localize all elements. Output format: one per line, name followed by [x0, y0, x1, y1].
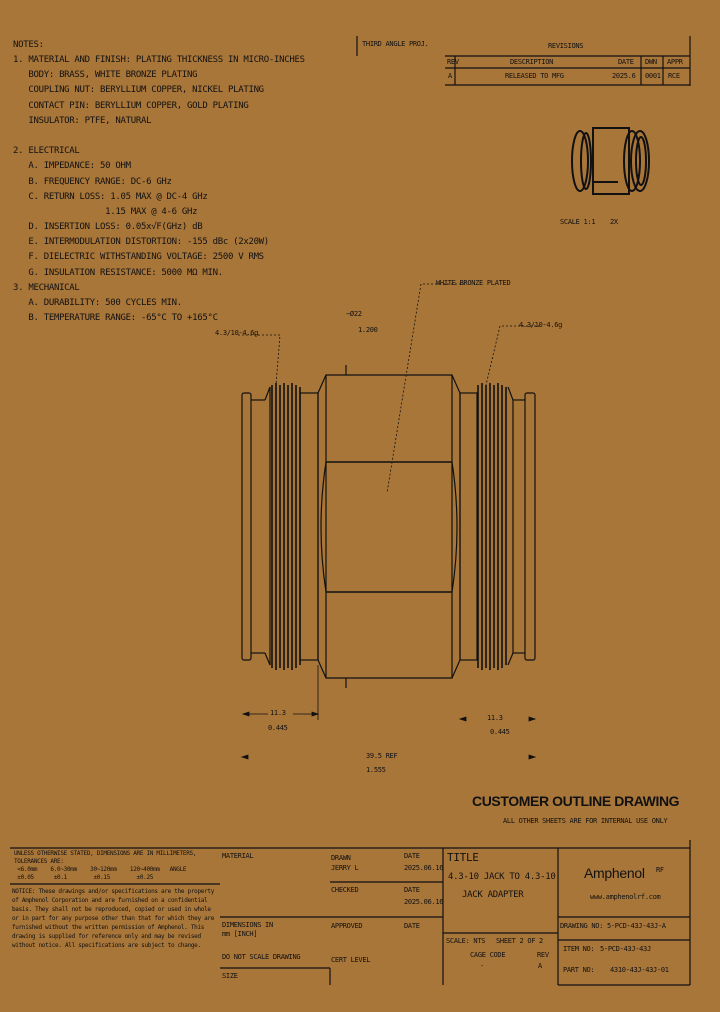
iso-scale-value: 2X	[610, 218, 618, 226]
company-logo: Amphenol	[584, 865, 645, 881]
note-line	[13, 131, 305, 146]
note-line: 1. MATERIAL AND FINISH: PLATING THICKNES…	[13, 55, 305, 65]
tolerance-heading: UNLESS OTHERWISE STATED, DIMENSIONS ARE …	[14, 850, 197, 865]
note-line: C. RETURN LOSS: 1.05 MAX @ DC-4 GHz	[13, 191, 208, 202]
left-length-inch: 0.445	[268, 724, 288, 732]
hex-dimension-inch: 1.200	[358, 326, 378, 334]
total-length-inch: 1.555	[366, 766, 386, 774]
drawn-date: 2025.06.16	[404, 864, 444, 872]
total-length-dimension: 39.5 REF	[366, 752, 398, 760]
third-angle-projection: THIRD ANGLE PROJ.	[362, 40, 429, 48]
note-line: 3. MECHANICAL	[13, 282, 80, 293]
note-line: 2. ELECTRICAL	[13, 146, 80, 157]
rev-description: RELEASED TO MFG	[505, 72, 564, 80]
cert-level-label: CERT LEVEL	[331, 956, 371, 964]
rev-dwn: 0001	[645, 72, 661, 80]
notes-heading: NOTES:	[13, 40, 44, 50]
right-thread-callout: 4.3/10-4.6g	[519, 321, 563, 329]
dimensions-in-label: DIMENSIONS IN	[222, 921, 273, 929]
description-header: DESCRIPTION	[510, 58, 554, 66]
note-line: BODY: BRASS, WHITE BRONZE PLATING	[13, 70, 198, 81]
revision-table-lines	[445, 55, 690, 86]
left-thread-callout: 4.3/10-4.6g	[215, 329, 259, 337]
title-line-2: JACK ADAPTER	[462, 890, 524, 900]
checked-label: CHECKED	[331, 886, 359, 894]
item-no-label: ITEM NO:	[563, 945, 595, 953]
drawn-label: DRAWN	[331, 854, 351, 862]
title-label: TITLE	[447, 851, 479, 864]
drawing-number: DRAWING NO: 5-PCD-43J-43J-A	[560, 922, 666, 930]
dimensions-unit: mm [INCH]	[222, 930, 258, 938]
company-website: www.amphenolrf.com	[590, 893, 661, 901]
revisions-title: REVISIONS	[548, 42, 584, 50]
hex-dimension: −Ø22	[346, 310, 362, 318]
appr-header: APPR	[667, 58, 683, 66]
date-header: DATE	[618, 58, 634, 66]
rev-appr: RCE	[668, 72, 680, 80]
sheet-label: SHEET 2 OF 2	[496, 937, 543, 945]
rev-value: A	[448, 72, 452, 80]
note-line: B. FREQUENCY RANGE: DC-6 GHz	[13, 176, 172, 187]
left-length-dimension: 11.3	[270, 709, 286, 717]
cage-code-value: -	[480, 962, 484, 970]
size-label: SIZE	[222, 972, 238, 980]
internal-use-note: ALL OTHER SHEETS ARE FOR INTERNAL USE ON…	[503, 817, 668, 825]
checked-date: 2025.06.16	[404, 898, 444, 906]
scale-label: SCALE: NTS	[446, 937, 486, 945]
iso-scale-label: SCALE 1:1	[560, 218, 596, 226]
isometric-view	[571, 127, 650, 195]
plating-callout: WHITE BRONZE PLATED	[436, 279, 511, 287]
title-line-1: 4.3-10 JACK TO 4.3-10	[448, 872, 556, 882]
do-not-scale-note: DO NOT SCALE DRAWING	[222, 953, 301, 961]
dwn-header: DWN	[645, 58, 657, 66]
company-logo-sub: RF	[656, 866, 664, 874]
rev-value: A	[538, 962, 542, 970]
note-line: E. INTERMODULATION DISTORTION: -155 dBc …	[13, 237, 269, 248]
note-line: COUPLING NUT: BERYLLIUM COPPER, NICKEL P…	[13, 85, 264, 96]
note-line: INSULATOR: PTFE, NATURAL	[13, 115, 152, 126]
approved-date-label: DATE	[404, 922, 420, 930]
drawn-by: JERRY L	[331, 864, 359, 872]
adapter-side-view	[241, 365, 536, 688]
cage-code-label: CAGE CODE	[470, 951, 506, 959]
right-length-inch: 0.445	[490, 728, 510, 736]
customer-outline-title: CUSTOMER OUTLINE DRAWING	[472, 793, 680, 809]
notes-list: 1. MATERIAL AND FINISH: PLATING THICKNES…	[13, 55, 305, 328]
title-block-lines	[10, 840, 691, 986]
right-length-dimension: 11.3	[487, 714, 503, 722]
note-line: F. DIELECTRIC WITHSTANDING VOLTAGE: 2500…	[13, 252, 264, 263]
material-label: MATERIAL	[222, 852, 254, 860]
note-line: G. INSULATION RESISTANCE: 5000 MΩ MIN.	[13, 267, 223, 278]
rev-date: 2025.6	[612, 72, 636, 80]
rev-label: REV	[537, 951, 549, 959]
part-no: 4310-43J-43J-01	[610, 966, 669, 974]
note-line: B. TEMPERATURE RANGE: -65°C TO +165°C	[13, 313, 218, 324]
note-line: D. INSERTION LOSS: 0.05x√F(GHz) dB	[13, 222, 203, 233]
tolerance-ranges: <6.0mm 6.0~30mm 30~120mm 120~400mm ANGLE	[14, 866, 187, 873]
part-no-label: PART NO:	[563, 966, 595, 974]
note-line: CONTACT PIN: BERYLLIUM COPPER, GOLD PLAT…	[13, 100, 249, 111]
dimension-lines	[238, 283, 540, 760]
rev-header: REV	[447, 58, 459, 66]
note-line: A. IMPEDANCE: 50 OHM	[13, 161, 131, 172]
confidentiality-notice: NOTICE: These drawings and/or specificat…	[12, 888, 215, 949]
tolerance-values: ±0.05 ±0.1 ±0.15 ±0.25	[14, 874, 154, 881]
checked-date-label: DATE	[404, 886, 420, 894]
approved-label: APPROVED	[331, 922, 363, 930]
note-line: A. DURABILITY: 500 CYCLES MIN.	[13, 298, 182, 308]
drawn-date-label: DATE	[404, 852, 420, 860]
item-no: 5-PCD-43J-43J	[600, 945, 651, 953]
note-line: 1.15 MAX @ 4-6 GHz	[13, 206, 198, 217]
